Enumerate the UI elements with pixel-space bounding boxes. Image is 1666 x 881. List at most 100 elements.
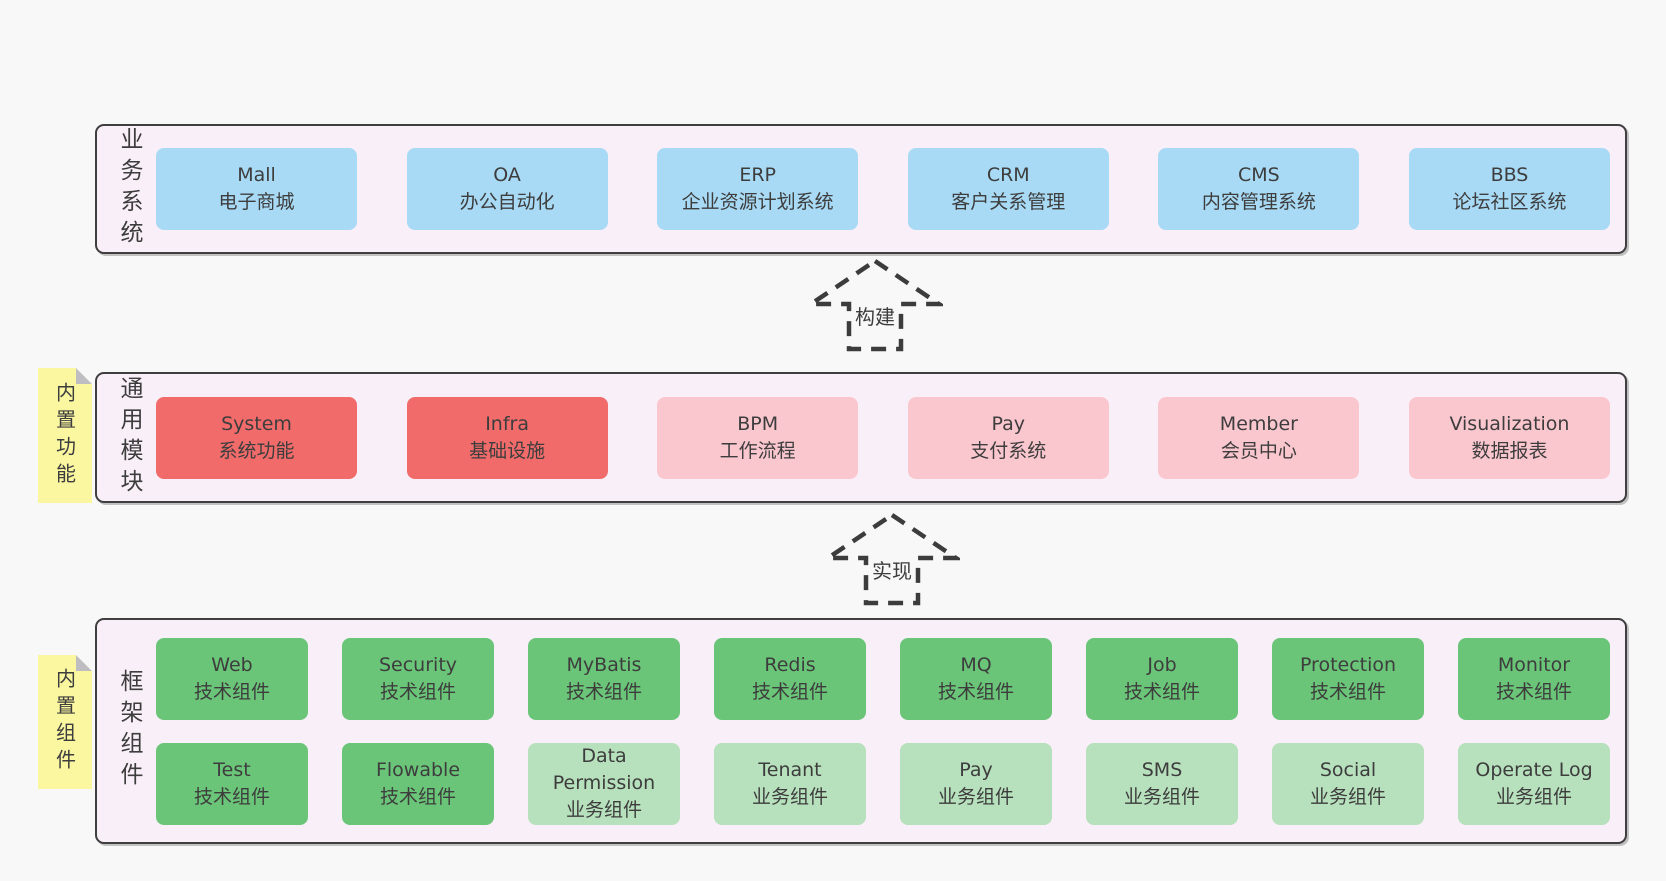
module-box-social: Social 业务组件 — [1272, 742, 1424, 825]
module-box-test: Test 技术组件 — [156, 742, 308, 825]
folded-corner-icon — [76, 655, 92, 671]
module-name-en: Infra — [485, 412, 529, 435]
sticky-note-label: 内置组件 — [52, 668, 77, 776]
module-name-en: Monitor — [1497, 653, 1571, 676]
panel-title-business-systems: 业务系统 — [116, 127, 142, 251]
module-name-zh: 论坛社区系统 — [1452, 191, 1567, 213]
module-name-en: Web — [211, 653, 253, 676]
module-name-zh: 技术组件 — [565, 680, 642, 703]
module-name-en: Pay — [991, 412, 1026, 435]
module-name-zh: 会员中心 — [1220, 439, 1297, 462]
module-box-data-permission: Data Permission 业务组件 — [528, 742, 680, 825]
arrow-label: 构建 — [807, 301, 943, 330]
module-name-en: Operate Log — [1475, 758, 1593, 781]
module-name-zh: 基础设施 — [469, 439, 546, 462]
module-name-zh: 技术组件 — [751, 680, 828, 703]
module-name-zh: 技术组件 — [379, 785, 456, 808]
module-name-en: Redis — [764, 653, 816, 676]
module-box-flowable: Flowable 技术组件 — [342, 742, 494, 825]
module-box-web: Web 技术组件 — [156, 637, 308, 720]
module-name-en: Flowable — [375, 758, 461, 781]
module-box-pay: Pay 支付系统 — [907, 396, 1109, 479]
module-name-zh: 电子商城 — [218, 191, 295, 213]
module-box-mall: Mall 电子商城 — [156, 148, 357, 230]
module-name-en: Protection — [1299, 653, 1397, 676]
module-name-en: CRM — [986, 164, 1030, 186]
module-name-en: BPM — [737, 412, 779, 435]
module-box-system: System 系统功能 — [156, 396, 357, 479]
module-box-bpm: BPM 工作流程 — [657, 396, 859, 479]
module-name-zh: 技术组件 — [1309, 680, 1386, 703]
module-name-zh: 支付系统 — [970, 439, 1047, 462]
sticky-note-label: 内置功能 — [52, 381, 77, 490]
module-name-zh: 技术组件 — [1495, 680, 1572, 703]
module-name-en: Test — [213, 758, 251, 781]
module-box-mq: MQ 技术组件 — [900, 637, 1052, 720]
module-name-zh: 客户关系管理 — [951, 191, 1066, 213]
arrow-label: 实现 — [824, 555, 960, 584]
module-name-en: ERP — [739, 164, 777, 186]
folded-corner-icon — [76, 368, 92, 384]
module-name-en: Social — [1319, 758, 1377, 781]
module-name-zh: 技术组件 — [379, 680, 456, 703]
module-box-infra: Infra 基础设施 — [406, 396, 608, 479]
module-name-zh: 业务组件 — [1123, 785, 1200, 808]
module-box-member: Member 会员中心 — [1158, 396, 1360, 479]
dashed-up-arrow-icon — [824, 512, 960, 606]
module-name-zh: 业务组件 — [565, 799, 642, 821]
panel-title-common-modules: 通用模块 — [116, 375, 142, 500]
module-box-operate-log: Operate Log 业务组件 — [1458, 742, 1610, 825]
module-name-en: Member — [1219, 412, 1298, 435]
module-name-zh: 企业资源计划系统 — [681, 191, 834, 213]
common-modules-rows: System 系统功能 Infra 基础设施 BPM 工作流程 Pay 支付系统 Member 会… — [146, 396, 1625, 479]
module-name-zh: 内容管理系统 — [1201, 191, 1316, 213]
module-name-en: Tenant — [758, 758, 822, 781]
module-name-zh: 业务组件 — [1495, 785, 1572, 808]
panel-title-framework-components: 框架组件 — [116, 669, 142, 793]
module-name-en: Visualization — [1449, 412, 1570, 435]
module-box-sms: SMS 业务组件 — [1086, 742, 1238, 825]
module-name-en: Data Permission — [552, 745, 656, 794]
module-box-redis: Redis 技术组件 — [714, 637, 866, 720]
module-name-zh: 技术组件 — [193, 785, 270, 808]
sticky-note-built-in-components: 内置组件 — [38, 655, 92, 789]
module-name-en: OA — [493, 164, 521, 186]
module-name-zh: 业务组件 — [751, 785, 828, 808]
build-arrow: 构建 — [807, 257, 943, 353]
module-name-en: Mall — [237, 164, 276, 186]
module-name-en: MyBatis — [566, 653, 642, 676]
sticky-note-built-in-features: 内置功能 — [38, 368, 92, 503]
module-box-monitor: Monitor 技术组件 — [1458, 637, 1610, 720]
module-name-en: Security — [378, 653, 458, 676]
module-name-zh: 技术组件 — [193, 680, 270, 703]
module-name-zh: 工作流程 — [719, 439, 796, 462]
module-box-tenant: Tenant 业务组件 — [714, 742, 866, 825]
module-name-en: MQ — [960, 653, 992, 676]
module-name-zh: 技术组件 — [937, 680, 1014, 703]
module-row: System 系统功能 Infra 基础设施 BPM 工作流程 Pay 支付系统 Member 会… — [156, 396, 1610, 479]
module-name-en: System — [221, 412, 292, 435]
module-box-crm: CRM 客户关系管理 — [907, 148, 1109, 230]
module-name-en: SMS — [1141, 758, 1183, 781]
common-modules-panel: 通用模块 System 系统功能 Infra 基础设施 BPM 工作流程 Pay 支付系统 Me… — [95, 372, 1627, 503]
module-name-zh: 系统功能 — [218, 439, 295, 462]
module-name-zh: 业务组件 — [937, 785, 1014, 808]
module-name-en: Job — [1147, 653, 1177, 676]
module-box-mybatis: MyBatis 技术组件 — [528, 637, 680, 720]
module-name-zh: 业务组件 — [1309, 785, 1386, 808]
module-box-security: Security 技术组件 — [342, 637, 494, 720]
